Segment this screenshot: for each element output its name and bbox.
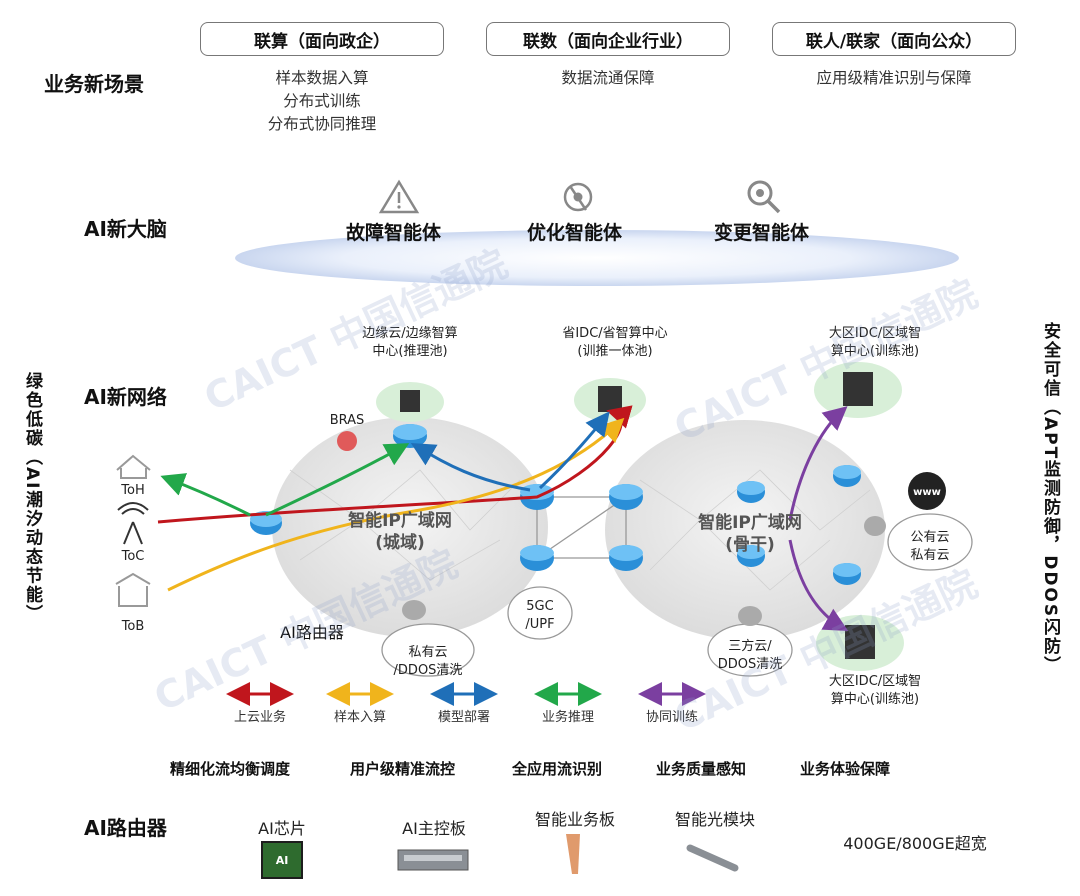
- scene-box-data: 联数（面向企业行业）: [486, 22, 730, 56]
- label-public-cloud: 公有云 私有云: [910, 530, 950, 563]
- capability-label: 用户级精准流控: [350, 760, 456, 778]
- network-mesh: [289, 469, 871, 591]
- flow-model-deploy: [410, 442, 531, 492]
- key-search-icon: [747, 180, 781, 214]
- warning-icon: [378, 179, 420, 214]
- label-5gc: 5GC /UPF: [525, 599, 555, 632]
- router-icon-metro-top: [393, 424, 427, 448]
- antenna-icon: [117, 502, 149, 545]
- legend-label: 样本入算: [333, 710, 386, 725]
- public-private-cloud: [887, 513, 973, 571]
- router-icon-backbone-2: [833, 465, 861, 487]
- main-control-board-icon: [397, 849, 469, 871]
- label-prov-idc: 省IDC/省智算中心 (训推一体池): [562, 326, 668, 359]
- side-label-security: 安全可信（APT监测防御，DDOS闪防）: [1040, 322, 1060, 676]
- capability-label: 业务质量感知: [656, 760, 747, 778]
- tools-icon: [563, 182, 593, 212]
- scene-item: 样本数据入算: [275, 69, 369, 87]
- label-toc: ToC: [121, 549, 145, 564]
- row-label-scene: 业务新场景: [44, 72, 144, 96]
- hardware-label: AI主控板: [402, 819, 466, 838]
- label-backbone-network: 智能IP广域网 (骨干): [698, 513, 802, 555]
- hardware-label: 智能光模块: [674, 810, 755, 829]
- router-icon-core-2: [520, 545, 554, 571]
- metro-network-sphere: [272, 417, 548, 637]
- scene-people-items: 应用级精准识别与保障: [772, 67, 1016, 90]
- router-icon-public-cloud: [864, 516, 886, 536]
- flow-inference-up: [265, 443, 410, 517]
- scene-box-people: 联人/联家（面向公众）: [772, 22, 1016, 56]
- router-icon-backbone-1: [737, 481, 765, 503]
- row-label-brain: AI新大脑: [84, 217, 167, 241]
- www-globe-icon: www: [908, 472, 946, 510]
- backbone-network-sphere: [605, 420, 885, 640]
- side-label-green: 绿色低碳（AI潮汐动态节能）: [22, 372, 42, 624]
- capability-label: 业务体验保障: [800, 760, 891, 778]
- label-metro-network: 智能IP广域网 (城域): [348, 511, 452, 553]
- legend-label: 模型部署: [437, 710, 490, 725]
- bras-router-icon: [337, 431, 357, 451]
- agent-optimize: 优化智能体: [527, 222, 623, 244]
- svg-text:www: www: [913, 487, 941, 498]
- fivegc-cloud: [507, 586, 573, 640]
- router-icon-private-cloud: [402, 600, 426, 620]
- prov-idc-dc: [574, 378, 646, 422]
- label-region-idc-bottom: 大区IDC/区域智 算中心(训练池): [828, 674, 922, 707]
- scene-item: 应用级精准识别与保障: [816, 69, 972, 87]
- flow-model-deploy-2: [538, 411, 610, 490]
- legend-label: 上云业务: [233, 710, 286, 725]
- row-label-network: AI新网络: [84, 385, 167, 409]
- scene-item: 分布式训练: [283, 92, 361, 110]
- hardware-label: AI芯片: [258, 819, 306, 838]
- agent-fault: 故障智能体: [346, 222, 442, 244]
- scene-item: 数据流通保障: [561, 69, 655, 87]
- router-icon-backbone-3: [833, 563, 861, 585]
- capability-label: 精细化流均衡调度: [170, 760, 291, 778]
- brain-cloud-disk: [235, 230, 959, 286]
- router-icon-core-4: [609, 545, 643, 571]
- flow-co-training-up: [788, 406, 848, 521]
- private-ddos-cloud: [381, 623, 475, 677]
- ai-chip-icon: AI: [261, 841, 303, 879]
- flow-sample-compute: [167, 417, 625, 592]
- home-icon: [116, 454, 151, 479]
- row-label-router: AI路由器: [84, 816, 167, 840]
- legend-label: 协同训练: [645, 710, 698, 725]
- router-icon-backbone-4: [737, 545, 765, 567]
- scene-compute-items: 样本数据入算 分布式训练 分布式协同推理: [200, 67, 444, 136]
- label-third-cloud: 三方云/ DDOS清洗: [717, 639, 783, 672]
- optical-module-icon: [686, 844, 739, 872]
- enterprise-building-icon: [115, 572, 151, 607]
- scene-data-items: 数据流通保障: [486, 67, 730, 90]
- label-edge-cloud: 边缘云/边缘智算 中心(推理池): [362, 326, 458, 359]
- flow-co-training-down: [788, 539, 849, 631]
- label-tob: ToB: [121, 619, 145, 634]
- label-toh: ToH: [121, 483, 145, 498]
- router-icon-access: [250, 511, 282, 535]
- flow-inference-down: [160, 473, 251, 517]
- router-icon-core-3: [609, 484, 643, 510]
- scene-box-compute: 联算（面向政企）: [200, 22, 444, 56]
- svg-text:AI: AI: [276, 854, 289, 867]
- label-private-cloud: 私有云 /DDOS清洗: [393, 645, 463, 678]
- legend-label: 业务推理: [541, 710, 594, 725]
- hardware-label: 智能业务板: [534, 810, 615, 829]
- region-idc-top-dc: [814, 362, 902, 418]
- scene-item: 分布式协同推理: [267, 115, 377, 133]
- service-board-icon: [566, 834, 580, 874]
- hardware-label: 400GE/800GE超宽: [843, 834, 987, 853]
- capability-label: 全应用流识别: [512, 760, 603, 778]
- router-icon-third-cloud: [738, 606, 762, 626]
- label-ai-router: AI路由器: [280, 623, 344, 642]
- agent-change: 变更智能体: [714, 222, 810, 244]
- label-bras: BRAS: [329, 413, 365, 428]
- label-region-idc-top: 大区IDC/区域智 算中心(训练池): [828, 326, 922, 359]
- edge-cloud-dc: [376, 382, 444, 422]
